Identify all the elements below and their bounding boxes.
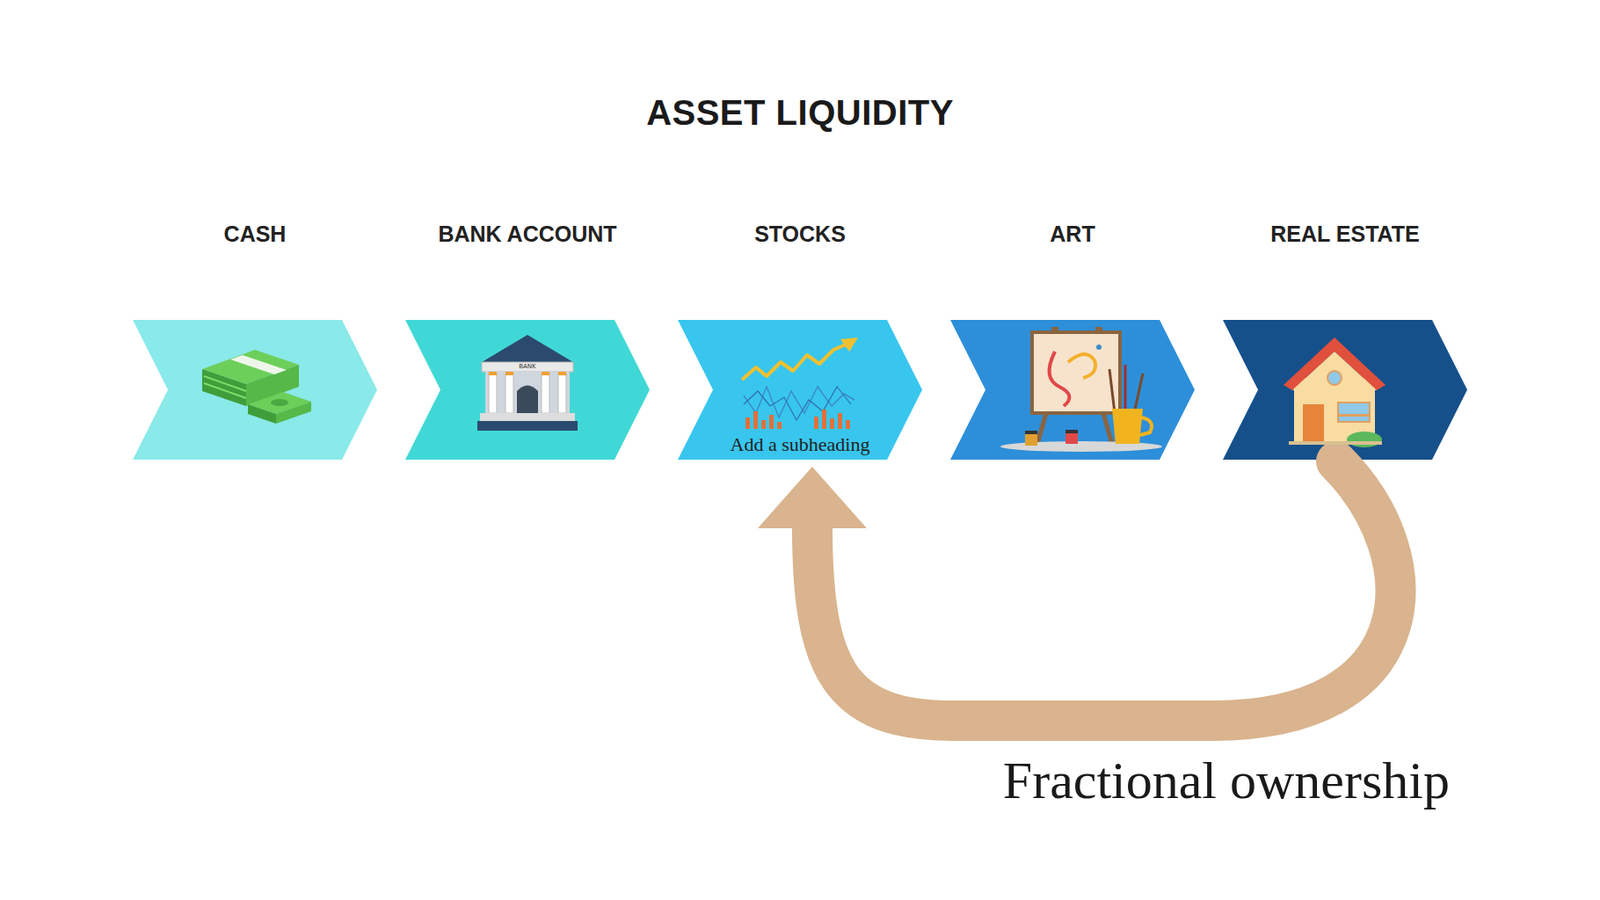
chevron-step: STOCKSAdd a subheading [677,320,923,460]
chevron-step: ART [950,320,1195,460]
chevron-shape [132,320,378,460]
edge-label: Fractional ownership [1003,750,1450,812]
step-heading: STOCKS [660,221,940,248]
step-subheading: Add a subheading [690,433,910,457]
curved-arrow [757,461,1397,721]
chevron-step: CASH [132,320,378,460]
chevron-step: BANK ACCOUNT [405,320,650,460]
step-heading: CASH [115,221,395,248]
bank-sign-text: BANK [509,363,546,371]
step-heading: ART [932,221,1213,248]
step-heading: REAL ESTATE [1205,221,1485,248]
chevron-shape [1222,320,1468,460]
step-heading: BANK ACCOUNT [387,221,668,248]
chevron-shape [950,320,1195,460]
diagram-title: ASSET LIQUIDITY [0,93,1600,133]
chevron-shape [405,320,650,460]
chevron-step: REAL ESTATE [1222,320,1468,460]
